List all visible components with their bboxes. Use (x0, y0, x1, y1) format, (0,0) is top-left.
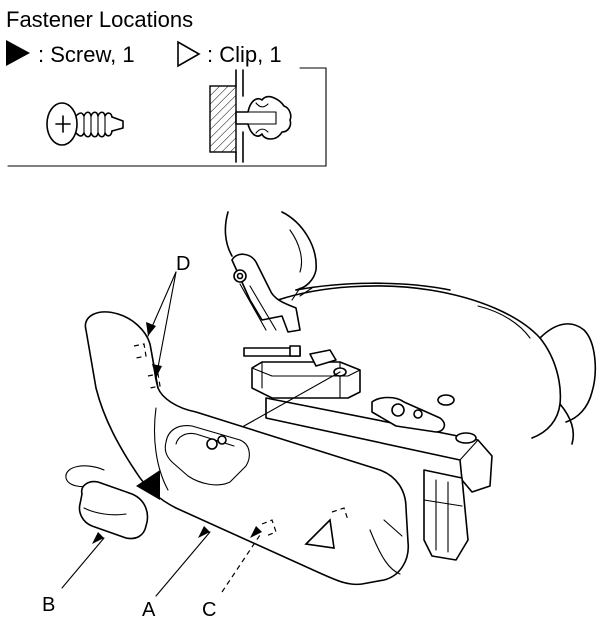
clip-location-marker (304, 518, 335, 549)
callout-b: B (42, 594, 55, 616)
diagram-title: Fastener Locations (6, 7, 193, 32)
legend-clip: : Clip, 1 (177, 40, 282, 68)
side-cover-panel (84, 311, 409, 586)
outline-triangle-icon (177, 40, 201, 68)
seat-mechanism (231, 253, 493, 561)
screw-location-marker (136, 470, 160, 500)
hidden-clip-markers (133, 343, 349, 537)
callout-d: D (176, 253, 190, 275)
screw-illustration (46, 102, 124, 146)
callout-arrowheads (92, 322, 262, 544)
legend-screw: : Screw, 1 (6, 40, 135, 67)
knob-part (78, 480, 149, 540)
filled-triangle-icon (6, 40, 30, 66)
legend-clip-label: : Clip, 1 (207, 42, 282, 67)
legend-box (7, 67, 327, 167)
callout-c: C (202, 599, 216, 621)
legend-screw-label: : Screw, 1 (38, 42, 135, 67)
callout-a: A (142, 599, 156, 621)
clip-illustration (209, 69, 292, 163)
seat-back (224, 211, 317, 291)
